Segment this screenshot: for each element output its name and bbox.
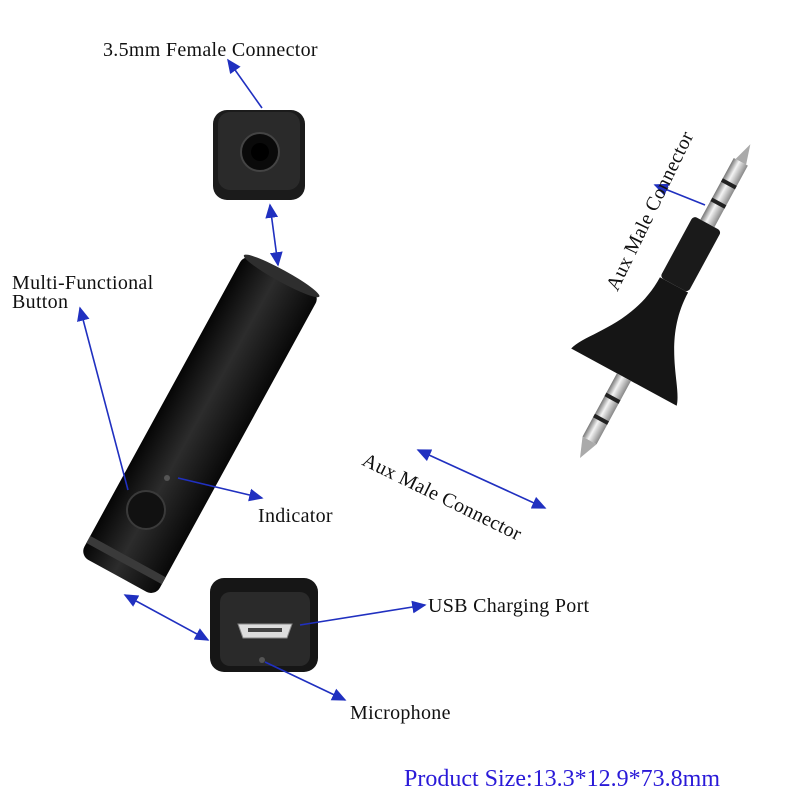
arrow-multi-button bbox=[77, 306, 129, 491]
arrow-body-to-usb bbox=[123, 594, 210, 641]
arrow-aux-bottom bbox=[416, 449, 547, 509]
label-female-connector: 3.5mm Female Connector bbox=[103, 39, 318, 61]
aux-male-plug bbox=[571, 144, 751, 459]
receiver-body bbox=[83, 254, 320, 593]
label-indicator: Indicator bbox=[258, 505, 333, 527]
arrow-usb-port bbox=[299, 600, 427, 626]
arrow-aux-top bbox=[653, 183, 706, 206]
arrow-indicator bbox=[177, 477, 264, 502]
female-connector-module bbox=[213, 110, 305, 200]
label-microphone: Microphone bbox=[350, 702, 451, 724]
label-multi-button-line2: Button bbox=[12, 291, 69, 313]
arrow-female-to-body bbox=[265, 203, 283, 267]
usb-module bbox=[210, 578, 318, 672]
product-size: Product Size:13.3*12.9*73.8mm bbox=[404, 766, 720, 792]
arrow-microphone bbox=[264, 661, 347, 701]
arrow-female-connector bbox=[227, 58, 263, 109]
multi-function-button bbox=[126, 490, 166, 530]
indicator-led bbox=[164, 475, 170, 481]
label-multi-button-line1: Multi-Functional bbox=[12, 272, 154, 294]
label-usb-port: USB Charging Port bbox=[428, 595, 590, 617]
